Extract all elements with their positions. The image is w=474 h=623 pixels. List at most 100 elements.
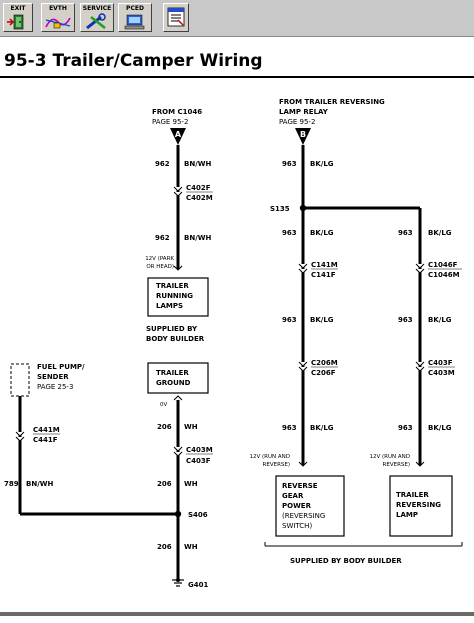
ground-g401: G401 bbox=[188, 581, 208, 589]
service-button[interactable]: SERVICE bbox=[80, 3, 114, 32]
connector-c206f: C206F bbox=[311, 369, 336, 377]
splice-s135: S135 bbox=[270, 205, 290, 213]
note-run-right-1: 12V (RUN AND bbox=[370, 454, 410, 460]
wire-963-number-1: 963 bbox=[282, 160, 297, 168]
fuel-pump-l1: FUEL PUMP/ bbox=[37, 363, 85, 371]
wire-963-color-4: BK/LG bbox=[310, 424, 334, 432]
wire-962-number-2: 962 bbox=[155, 234, 170, 242]
note-park-1: 12V (PARK bbox=[145, 256, 174, 262]
reverse-gear-l1: REVERSE bbox=[282, 482, 318, 490]
bottom-rule bbox=[0, 612, 474, 616]
wire-206-color-2: WH bbox=[184, 480, 198, 488]
wire-963-color-6: BK/LG bbox=[428, 316, 452, 324]
reverse-gear-l3: POWER bbox=[282, 502, 312, 510]
ground-g401-icon bbox=[176, 578, 180, 582]
menu-list-button[interactable] bbox=[163, 3, 189, 32]
pced-button[interactable]: PCED bbox=[118, 3, 152, 32]
trailer-reversing-l2: REVERSING bbox=[396, 501, 441, 509]
connector-c1046m: C1046M bbox=[428, 271, 460, 279]
connector-c1046-icon bbox=[415, 263, 425, 274]
trailer-running-l2: RUNNING bbox=[156, 292, 193, 300]
wire-962-number-1: 962 bbox=[155, 160, 170, 168]
connector-c441f: C441F bbox=[33, 436, 58, 444]
title-bar: 95-3 Trailer/Camper Wiring bbox=[0, 48, 474, 80]
wire-963-number-4: 963 bbox=[282, 424, 297, 432]
service-label: SERVICE bbox=[82, 5, 112, 12]
trailer-ground-l2: GROUND bbox=[156, 379, 191, 387]
wire-963-color-7: BK/LG bbox=[428, 424, 452, 432]
note-run-right-2: REVERSE) bbox=[383, 462, 410, 468]
wire-206-number-1: 206 bbox=[157, 423, 172, 431]
pced-label: PCED bbox=[126, 5, 144, 12]
wire-963-number-5: 963 bbox=[398, 229, 413, 237]
trailer-running-l3: LAMPS bbox=[156, 302, 183, 310]
wire-963-color-3: BK/LG bbox=[310, 316, 334, 324]
wire-963-number-3: 963 bbox=[282, 316, 297, 324]
connector-c441m: C441M bbox=[33, 426, 60, 434]
note-run-left-1: 12V (RUN AND bbox=[250, 454, 290, 460]
fuel-pump-sender-box bbox=[10, 363, 30, 397]
connector-c141m: C141M bbox=[311, 261, 338, 269]
connector-c402-icon bbox=[173, 186, 183, 197]
exit-button[interactable]: EXIT bbox=[3, 3, 33, 32]
wire-206-number-3: 206 bbox=[157, 543, 172, 551]
connector-c141f: C141F bbox=[311, 271, 336, 279]
source-a-page: PAGE 95-2 bbox=[152, 118, 188, 126]
evth-button[interactable]: EVTH bbox=[41, 3, 75, 32]
wire-789-color: BN/WH bbox=[26, 480, 53, 488]
reverse-gear-l2: GEAR bbox=[282, 492, 304, 500]
connector-b-marker: B bbox=[300, 130, 306, 139]
splice-s406: S406 bbox=[188, 511, 208, 519]
connector-c206m: C206M bbox=[311, 359, 338, 367]
note-0v: 0V bbox=[160, 402, 167, 408]
page-title: 95-3 Trailer/Camper Wiring bbox=[4, 51, 263, 71]
note-run-left-2: REVERSE) bbox=[263, 462, 290, 468]
wire-963-number-6: 963 bbox=[398, 316, 413, 324]
trailer-reversing-l1: TRAILER bbox=[396, 491, 429, 499]
wire-962-color-1: BN/WH bbox=[184, 160, 211, 168]
reverse-gear-l5: SWITCH) bbox=[282, 522, 312, 530]
wrench-icon bbox=[86, 13, 106, 30]
connector-a-marker: A bbox=[175, 130, 182, 139]
title-rule bbox=[0, 76, 474, 78]
connector-c403f: C403F bbox=[186, 457, 211, 465]
wire-789-number: 789 bbox=[4, 480, 19, 488]
trailer-running-lamps-box bbox=[147, 277, 209, 317]
reverse-gear-power-box bbox=[275, 475, 345, 537]
wiring-diagram: FROM C1046 PAGE 95-2 A FROM TRAILER REVE… bbox=[4, 98, 463, 589]
connector-c206-icon bbox=[298, 361, 308, 372]
exit-door-icon bbox=[7, 14, 24, 30]
wire-206-color-1: WH bbox=[184, 423, 198, 431]
trailer-reversing-l3: LAMP bbox=[396, 511, 418, 519]
toolbar: EXIT EVTH SERVICE PCED bbox=[0, 0, 474, 37]
supplied-by-l1: SUPPLIED BY bbox=[146, 325, 198, 333]
connector-c403-right-icon bbox=[415, 361, 425, 372]
connector-c1046f: C1046F bbox=[428, 261, 458, 269]
supplied-by-l2: BODY BUILDER bbox=[146, 335, 205, 343]
wire-206-number-2: 206 bbox=[157, 480, 172, 488]
connector-c402m: C402M bbox=[186, 194, 213, 202]
trailer-ground-box bbox=[147, 362, 209, 394]
fuel-pump-l3: PAGE 25-3 bbox=[37, 383, 73, 391]
connector-c403f-top: C403F bbox=[428, 359, 453, 367]
wire-962-color-2: BN/WH bbox=[184, 234, 211, 242]
connector-c402f: C402F bbox=[186, 184, 211, 192]
connector-c403m-top: C403M bbox=[428, 369, 455, 377]
exit-label: EXIT bbox=[10, 5, 26, 12]
wire-963-color-1: BK/LG bbox=[310, 160, 334, 168]
source-b-relay: LAMP RELAY bbox=[279, 108, 329, 116]
evth-wiring-icon bbox=[45, 17, 71, 29]
pced-computer-icon bbox=[124, 14, 145, 30]
wire-963-color-2: BK/LG bbox=[310, 229, 334, 237]
evth-label: EVTH bbox=[49, 5, 67, 12]
list-document-icon bbox=[167, 7, 185, 27]
connector-c441-icon bbox=[15, 431, 25, 442]
trailer-running-l1: TRAILER bbox=[156, 282, 189, 290]
wire-206-color-3: WH bbox=[184, 543, 198, 551]
connector-c403m: C403M bbox=[186, 446, 213, 454]
trailer-reversing-lamp-box bbox=[389, 475, 453, 537]
source-a-from: FROM C1046 bbox=[152, 108, 202, 116]
wire-963-number-7: 963 bbox=[398, 424, 413, 432]
connector-b-icon bbox=[295, 128, 311, 145]
supplied-bottom: SUPPLIED BY BODY BUILDER bbox=[290, 557, 402, 565]
